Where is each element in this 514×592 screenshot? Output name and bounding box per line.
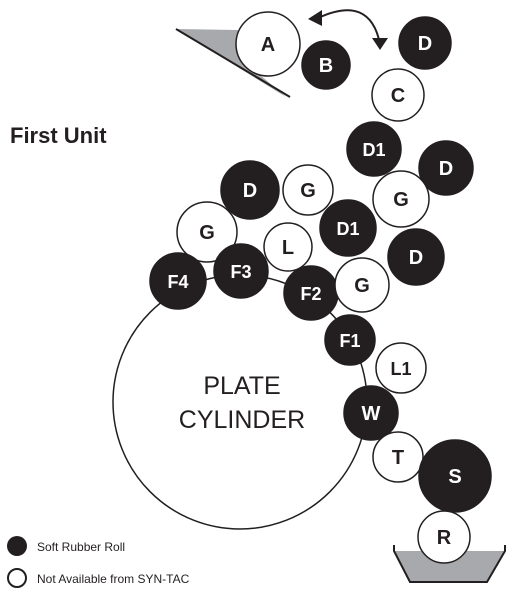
roller-d-mid-right: D (387, 228, 445, 286)
roller-l1-circle (375, 342, 427, 394)
roller-f2: F2 (283, 265, 339, 321)
roller-g-upper: G (282, 164, 334, 216)
roller-g-right-label: G (393, 189, 409, 211)
roller-t-label: T (392, 447, 404, 469)
roller-d-top-label: D (418, 33, 432, 55)
roller-f3: F3 (213, 243, 269, 299)
roller-g-lower-label: G (354, 275, 370, 297)
roller-r: R (417, 510, 471, 564)
roller-d-left-label: D (243, 180, 257, 202)
legend-soft-swatch (7, 536, 27, 556)
roller-s-label: S (448, 466, 461, 488)
roller-f4-circle (149, 252, 207, 310)
roller-a-label: A (261, 34, 275, 56)
roller-r-circle (417, 510, 471, 564)
roller-g-lower-circle (334, 257, 390, 313)
water-pan-bottom (394, 551, 505, 582)
roller-f2-label: F2 (300, 284, 321, 304)
roller-l1: L1 (375, 342, 427, 394)
roller-g-right-circle (372, 170, 430, 228)
roller-c-circle (371, 68, 425, 122)
roller-t-circle (372, 431, 424, 483)
roller-s: S (418, 439, 492, 513)
roller-d-top: D (398, 16, 452, 70)
roller-w-circle (343, 385, 399, 441)
roller-g-lower: G (334, 257, 390, 313)
roller-d-top-circle (398, 16, 452, 70)
roller-r-label: R (437, 527, 452, 549)
roller-a-circle (235, 11, 301, 77)
roller-f3-label: F3 (230, 262, 251, 282)
roller-d1-upper: D1 (346, 121, 402, 177)
roller-d1-lower-circle (319, 199, 377, 257)
roller-f3-circle (213, 243, 269, 299)
roller-l-label: L (282, 237, 294, 259)
roller-g-upper-circle (282, 164, 334, 216)
roller-b-label: B (319, 55, 333, 77)
roller-f4: F4 (149, 252, 207, 310)
roller-d-left: D (220, 160, 280, 220)
roller-l: L (263, 222, 313, 272)
swap-arrow-head-right (372, 38, 388, 50)
roller-d-mid-right-circle (387, 228, 445, 286)
roller-l-circle (263, 222, 313, 272)
roller-d-left-circle (220, 160, 280, 220)
roller-g-upper-label: G (300, 180, 316, 202)
roller-d-mid-right-label: D (409, 247, 423, 269)
swap-arrow-head-left (308, 10, 322, 26)
roller-c: C (371, 68, 425, 122)
roller-w: W (343, 385, 399, 441)
roller-t: T (372, 431, 424, 483)
roller-l1-label: L1 (390, 359, 411, 379)
plate-cylinder-label-line2: CYLINDER (179, 406, 305, 434)
ink-pan-top-edge (175, 28, 291, 98)
roller-s-circle (418, 439, 492, 513)
roller-c-label: C (391, 85, 405, 107)
roller-d-right-circle (418, 140, 474, 196)
roller-f1-circle (324, 314, 376, 366)
roller-g-left-label: G (199, 222, 215, 244)
roller-f1: F1 (324, 314, 376, 366)
legend-not-available-label: Not Available from SYN-TAC (37, 572, 190, 586)
roller-a: A (235, 11, 301, 77)
roller-b: B (301, 40, 351, 90)
unit-title: First Unit (10, 123, 107, 148)
swap-arrow (317, 9, 381, 45)
roller-g-left: G (176, 201, 238, 263)
roller-d1-upper-label: D1 (362, 140, 385, 160)
legend-soft-label: Soft Rubber Roll (37, 540, 125, 554)
roller-d1-lower: D1 (319, 199, 377, 257)
roller-g-left-circle (176, 201, 238, 263)
roller-d1-lower-label: D1 (336, 219, 359, 239)
plate-cylinder-label-line1: PLATE (203, 372, 280, 400)
roller-d1-upper-circle (346, 121, 402, 177)
legend-not-available-swatch (7, 568, 27, 588)
roller-f4-label: F4 (167, 272, 188, 292)
roller-b-circle (301, 40, 351, 90)
roller-f1-label: F1 (339, 331, 360, 351)
roller-g-right: G (372, 170, 430, 228)
roller-d-right-label: D (439, 158, 453, 180)
roller-w-label: W (362, 403, 381, 425)
water-pan-bottom-edge (393, 545, 506, 583)
roller-d-right: D (418, 140, 474, 196)
